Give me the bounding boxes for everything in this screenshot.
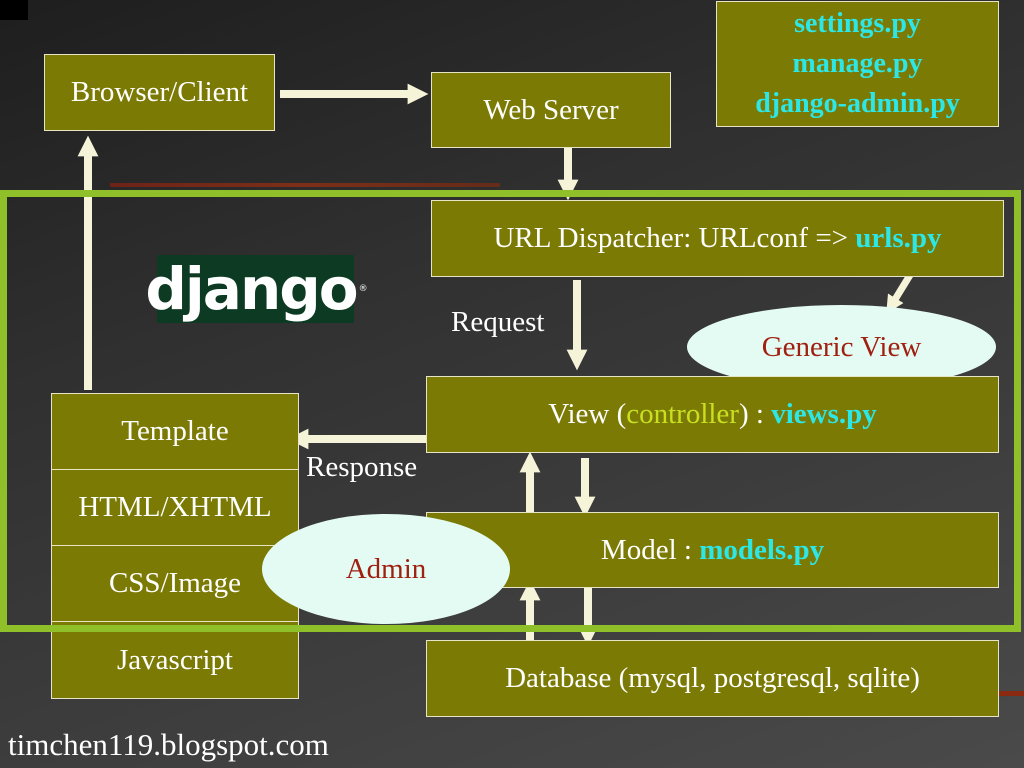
decorative-red-line xyxy=(110,183,500,187)
django-logo-mark: ® xyxy=(358,284,368,294)
settings-file-0: settings.py xyxy=(794,8,921,39)
django-logo-text: django xyxy=(145,255,358,323)
admin-label: Admin xyxy=(345,552,427,585)
views-file-label: views.py xyxy=(771,398,877,430)
decorative-red-mark xyxy=(998,691,1024,696)
view-prefix: View ( xyxy=(548,398,627,430)
template-item-html: HTML/XHTML xyxy=(52,470,298,546)
model-prefix: Model : xyxy=(600,533,700,566)
model-label: Model : models.py xyxy=(601,534,824,567)
model-box: Model : models.py xyxy=(426,512,999,588)
template-item-javascript: Javascript xyxy=(117,643,233,676)
web-server-box: Web Server xyxy=(431,72,671,148)
database-label: Database (mysql, postgresql, sqlite) xyxy=(505,662,920,694)
url-dispatcher-label: URL Dispatcher: URLconf => urls.py xyxy=(493,222,941,255)
urls-file-label: urls.py xyxy=(855,222,942,254)
settings-file-2: django-admin.py xyxy=(755,88,960,119)
models-file-label: models.py xyxy=(699,533,825,566)
browser-client-label: Browser/Client xyxy=(70,76,249,108)
request-label: Request xyxy=(451,306,545,338)
corner-mark xyxy=(0,0,28,20)
settings-file-1: manage.py xyxy=(792,48,923,79)
view-middle: ) : xyxy=(738,398,772,430)
url-dispatcher-box: URL Dispatcher: URLconf => urls.py xyxy=(431,200,1004,277)
controller-label: controller xyxy=(626,398,739,430)
admin-ellipse: Admin xyxy=(262,514,510,624)
django-logo: django® xyxy=(145,255,368,323)
response-label: Response xyxy=(306,451,418,483)
url-dispatcher-prefix: URL Dispatcher: URLconf => xyxy=(493,222,856,254)
template-item-css: CSS/Image xyxy=(52,546,298,622)
footer-url: timchen119.blogspot.com xyxy=(8,727,329,762)
web-server-label: Web Server xyxy=(483,93,619,126)
generic-view-label: Generic View xyxy=(761,330,922,363)
template-item-template: Template xyxy=(52,394,298,470)
template-stack: Template HTML/XHTML CSS/Image Javascript xyxy=(51,393,299,699)
view-label: View (controller) : views.py xyxy=(548,398,876,431)
settings-files-box: settings.py manage.py django-admin.py xyxy=(716,1,999,127)
view-box: View (controller) : views.py xyxy=(426,376,999,453)
browser-client-box: Browser/Client xyxy=(44,54,275,131)
database-box: Database (mysql, postgresql, sqlite) xyxy=(426,640,999,717)
generic-view-ellipse: Generic View xyxy=(687,305,996,389)
